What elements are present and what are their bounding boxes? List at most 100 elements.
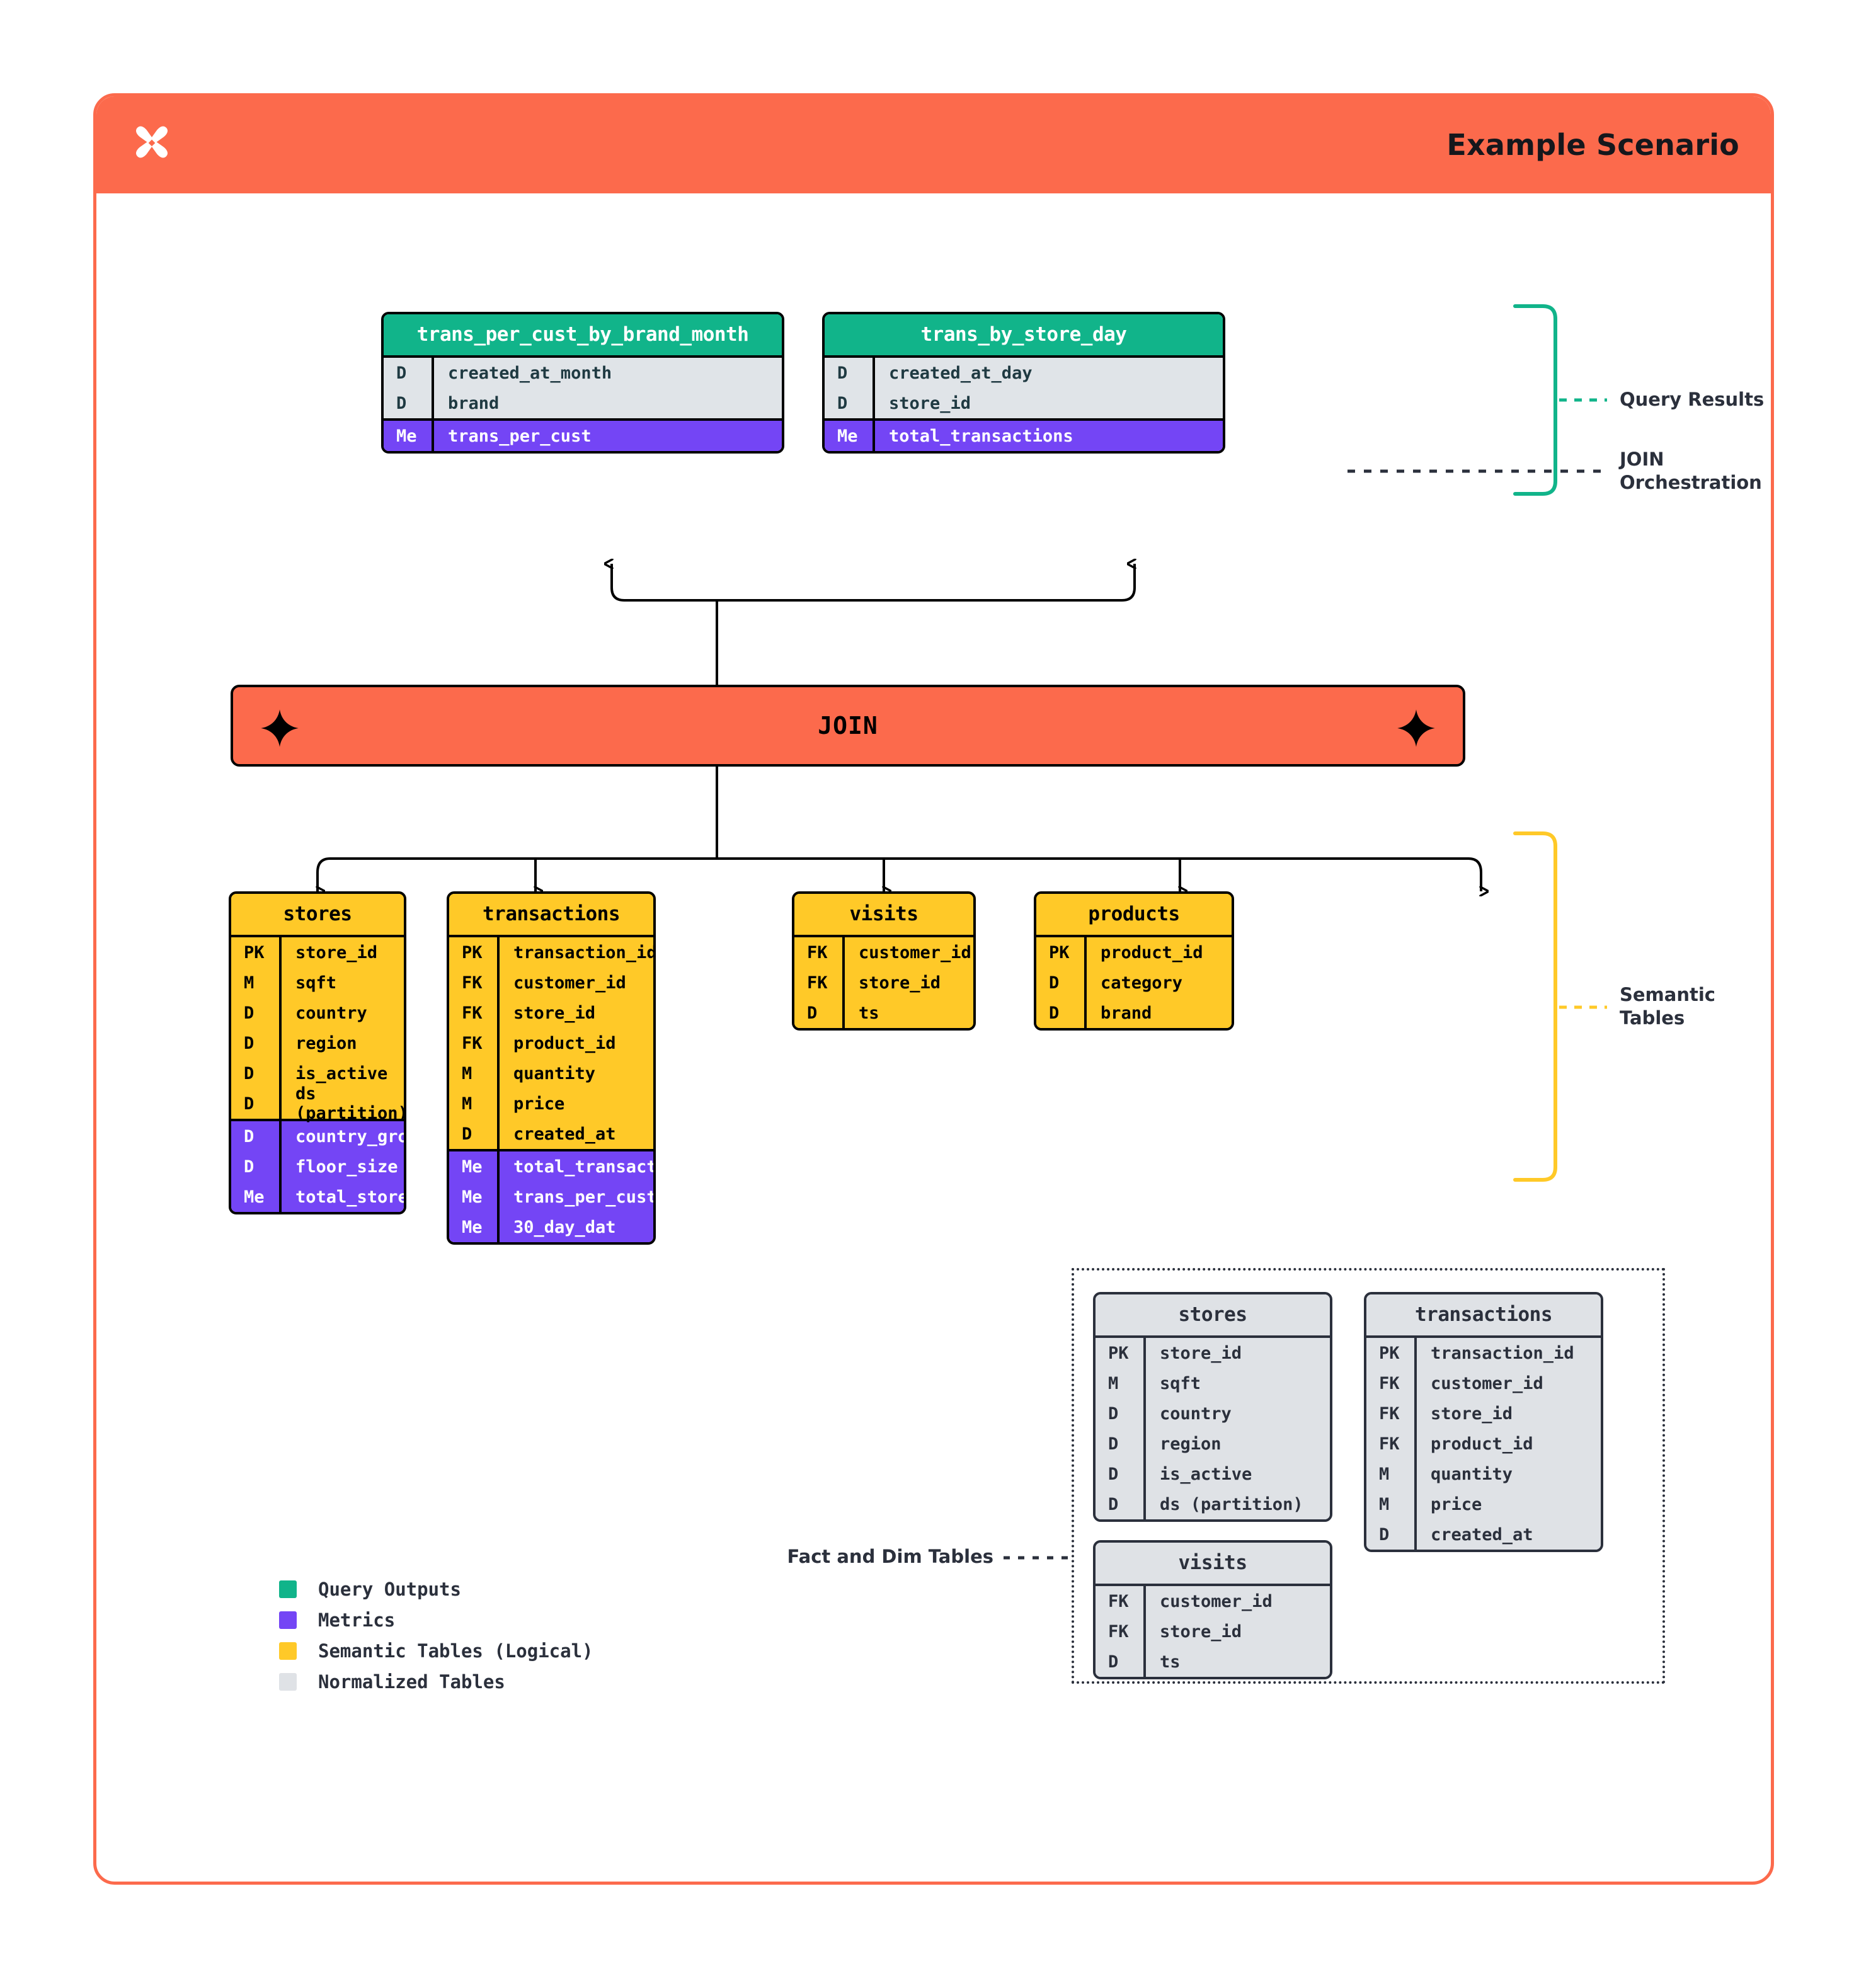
annotation-line: JOIN bbox=[1620, 448, 1664, 470]
row-field: country bbox=[1143, 1398, 1330, 1429]
annotation-join-orchestration: JOIN Orchestration bbox=[1620, 448, 1762, 494]
row-field: total_transactions bbox=[497, 1151, 653, 1182]
row-key: Me bbox=[462, 1157, 483, 1177]
row-key: D bbox=[244, 1003, 255, 1023]
row-key: D bbox=[1108, 1464, 1119, 1484]
row-field: brand bbox=[1084, 998, 1232, 1028]
row-field: product_id bbox=[1414, 1429, 1601, 1459]
legend-label: Semantic Tables (Logical) bbox=[318, 1640, 593, 1662]
node-title: transactions bbox=[1366, 1294, 1601, 1335]
table-row: D created_at_month bbox=[384, 358, 782, 388]
row-key: D bbox=[1379, 1524, 1390, 1545]
sparkle-icon bbox=[1397, 709, 1435, 747]
row-key: PK bbox=[244, 942, 265, 963]
legend-item-query-outputs: Query Outputs bbox=[279, 1574, 593, 1604]
row-key: D bbox=[837, 363, 848, 383]
legend-label: Normalized Tables bbox=[318, 1671, 505, 1693]
table-row: PK product_id bbox=[1036, 937, 1232, 968]
row-field: created_at bbox=[497, 1119, 653, 1149]
row-field: created_at_month bbox=[432, 358, 782, 388]
row-key: PK bbox=[1108, 1343, 1129, 1363]
node-title: visits bbox=[794, 894, 973, 935]
row-field: customer_id bbox=[842, 937, 973, 968]
row-key: D bbox=[1108, 1494, 1119, 1514]
row-key: M bbox=[1108, 1373, 1119, 1393]
legend-item-metrics: Metrics bbox=[279, 1604, 593, 1635]
node-title: stores bbox=[1096, 1294, 1330, 1335]
table-row: Me total_transactions bbox=[449, 1151, 653, 1182]
row-key: D bbox=[244, 1126, 255, 1146]
row-field: transaction_id bbox=[1414, 1338, 1601, 1368]
row-field: customer_id bbox=[1143, 1586, 1330, 1616]
row-key: Me bbox=[396, 426, 417, 446]
legend-label: Query Outputs bbox=[318, 1578, 461, 1600]
node-title: visits bbox=[1096, 1543, 1330, 1584]
table-row: FK customer_id bbox=[794, 937, 973, 968]
row-field: quantity bbox=[1414, 1459, 1601, 1489]
legend: Query Outputs Metrics Semantic Tables (L… bbox=[279, 1574, 593, 1697]
row-field: customer_id bbox=[1414, 1368, 1601, 1398]
row-field: created_at_day bbox=[873, 358, 1223, 388]
legend-swatch bbox=[279, 1611, 297, 1629]
row-key: D bbox=[1108, 1434, 1119, 1454]
row-key: M bbox=[244, 973, 255, 993]
row-field: floor_size bbox=[279, 1151, 404, 1182]
row-field: product_id bbox=[1084, 937, 1232, 968]
fact-dim-container bbox=[1072, 1268, 1665, 1684]
semantic-tables-bracket bbox=[1513, 831, 1557, 1182]
metric-group: Me trans_per_cust bbox=[384, 418, 782, 451]
hex-star-logo-icon bbox=[136, 126, 168, 158]
query-result-node-trans-by-store-day[interactable]: trans_by_store_day D created_at_day D st… bbox=[822, 312, 1225, 454]
node-title: trans_per_cust_by_brand_month bbox=[384, 314, 782, 355]
row-key: FK bbox=[807, 942, 828, 963]
query-result-node-trans-per-cust-by-brand-month[interactable]: trans_per_cust_by_brand_month D created_… bbox=[381, 312, 784, 454]
row-key: D bbox=[244, 1063, 255, 1083]
row-key: PK bbox=[1049, 942, 1070, 963]
row-field: ds (partition) bbox=[1143, 1489, 1330, 1519]
app-header: Example Scenario bbox=[96, 96, 1771, 193]
row-field: is_active bbox=[1143, 1459, 1330, 1489]
diagram-canvas: trans_per_cust_by_brand_month D created_… bbox=[96, 96, 1771, 1882]
row-field: ds (partition) bbox=[279, 1084, 404, 1123]
dimension-group: D created_at_month D brand bbox=[384, 355, 782, 418]
join-orchestration-bar[interactable]: JOIN bbox=[231, 685, 1465, 767]
join-label: JOIN bbox=[818, 712, 878, 740]
